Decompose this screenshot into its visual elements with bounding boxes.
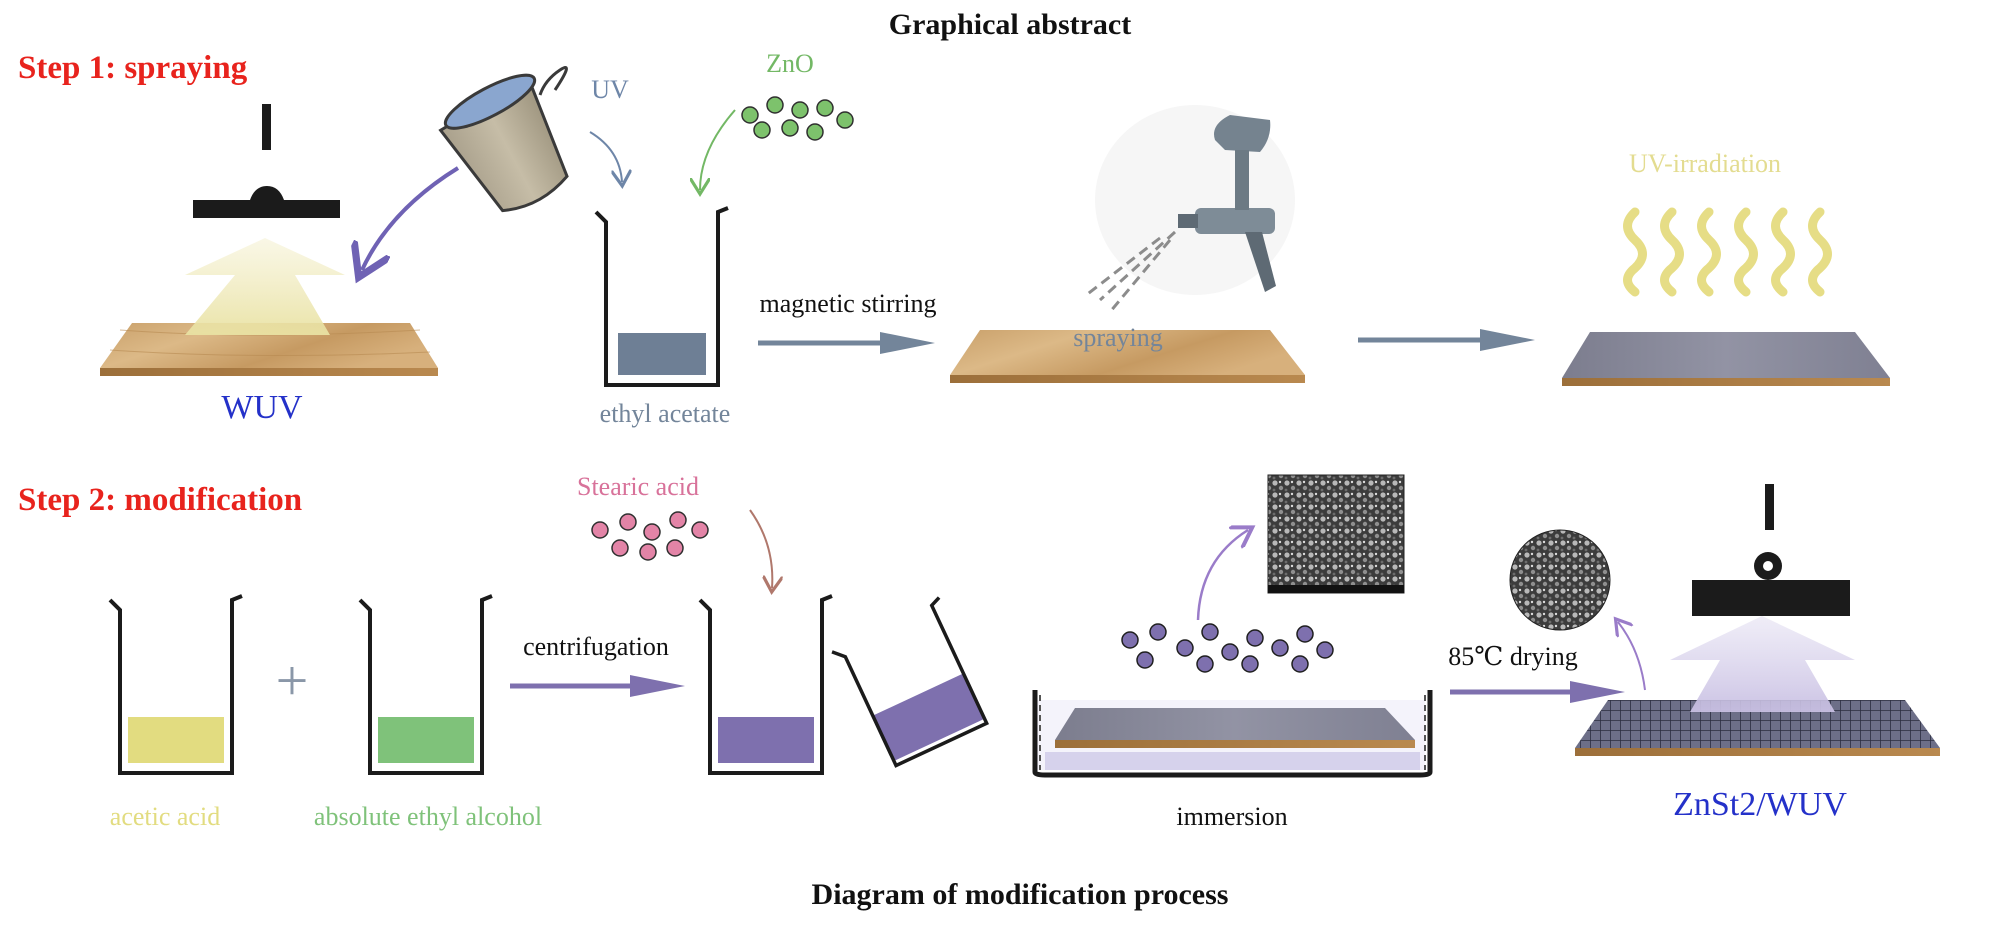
absolute-ethyl-alcohol-label: absolute ethyl alcohol	[314, 802, 542, 831]
drying-label: 85℃ drying	[1448, 642, 1577, 671]
spray-gun-icon	[1084, 105, 1295, 313]
zno-to-beaker-arrow	[700, 109, 736, 190]
to-uv-arrow	[1358, 329, 1535, 351]
uv-beam-purple	[1670, 616, 1855, 712]
stearic-acid-label: Stearic acid	[577, 472, 699, 501]
plus-sign: +	[276, 648, 309, 713]
immersion-label: immersion	[1176, 802, 1287, 831]
beaker-acetic-acid	[108, 594, 243, 775]
ethyl-acetate-label: ethyl acetate	[600, 399, 731, 428]
bucket-icon	[438, 66, 569, 213]
uv-irradiation-label: UV-irradiation	[1629, 149, 1781, 178]
uv-to-beaker-arrow	[589, 131, 622, 182]
wuv-label: WUV	[221, 389, 303, 426]
beaker-mixture	[698, 594, 833, 775]
spraying-label: spraying	[1073, 323, 1163, 352]
graphical-abstract-title: Graphical abstract	[889, 8, 1131, 41]
uv-beam-yellow	[185, 238, 345, 335]
wuv-wood-board	[100, 323, 438, 376]
stearic-acid-particles	[591, 511, 709, 561]
drying-arrow	[1450, 681, 1625, 703]
bucket-to-wuv-arrow	[362, 166, 460, 270]
beaker-ethyl-alcohol	[358, 594, 493, 775]
sem-image-flower	[1509, 529, 1611, 631]
stirring-arrow	[758, 332, 935, 354]
contact-angle-sample	[193, 104, 340, 218]
znst2-particles	[1121, 623, 1334, 673]
immersion-tray	[1032, 690, 1433, 778]
beaker-ethyl-acetate	[594, 206, 729, 387]
product-contact-angle-sample	[1692, 484, 1850, 616]
stearic-to-beaker-arrow	[749, 509, 772, 588]
uv-label: UV	[591, 75, 629, 104]
zno-particles	[741, 96, 854, 141]
pouring-beaker	[831, 596, 989, 768]
step1-label: Step 1: spraying	[18, 50, 248, 86]
sem-image-particles	[1267, 474, 1405, 594]
acetic-acid-label: acetic acid	[110, 802, 220, 831]
coated-wood-board	[1562, 332, 1890, 386]
magnetic-stirring-label: magnetic stirring	[760, 289, 937, 318]
znst2-wuv-board	[1575, 700, 1940, 756]
znst2-wuv-label: ZnSt2/WUV	[1673, 786, 1847, 823]
diagram-caption: Diagram of modification process	[812, 878, 1229, 911]
spraying-wood-board	[950, 330, 1305, 383]
zno-label: ZnO	[766, 49, 814, 78]
step2-label: Step 2: modification	[18, 482, 302, 518]
particles-to-sem-arrow	[1196, 530, 1248, 621]
product-to-sem-arrow	[1618, 622, 1646, 691]
uv-irradiation-waves	[1623, 207, 1832, 297]
centrifugation-arrow	[510, 675, 685, 697]
centrifugation-label: centrifugation	[523, 632, 669, 661]
